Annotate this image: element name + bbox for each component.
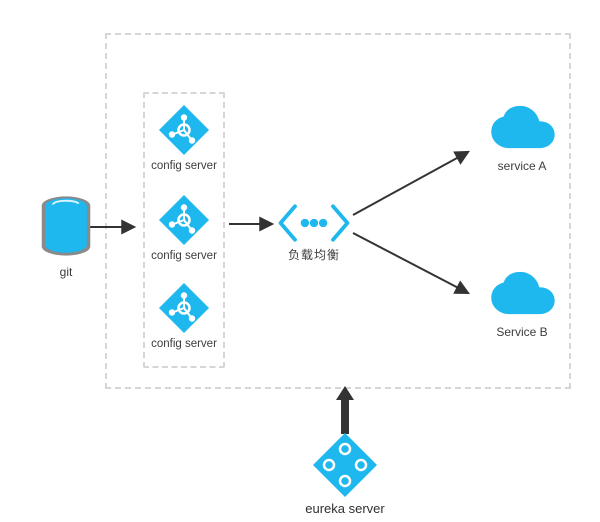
service-b-label: Service B — [496, 325, 548, 339]
load-balancer-node: 负载均衡 — [276, 201, 352, 262]
git-database-icon — [41, 196, 91, 256]
eureka-server-node: eureka server — [305, 432, 385, 517]
config-server-node-1: config server — [143, 104, 225, 174]
load-balancer-label: 负载均衡 — [287, 248, 340, 262]
git-node: git — [36, 194, 96, 279]
service-a-label: service A — [497, 159, 547, 173]
config-server-node-3: config server — [143, 282, 225, 352]
eureka-server-icon — [313, 433, 377, 497]
config-server-group-boundary — [143, 92, 225, 368]
config-server-node-2: config server — [143, 194, 225, 264]
service-a-node: service A — [482, 104, 562, 173]
config-server-icon — [159, 283, 209, 333]
git-label: git — [59, 265, 73, 279]
config-server-label: config server — [151, 338, 217, 350]
config-server-label: config server — [151, 160, 217, 172]
cloud-icon — [491, 271, 555, 315]
cloud-icon — [491, 105, 555, 149]
connector-eureka-to-box — [336, 386, 354, 434]
eureka-server-label: eureka server — [305, 501, 385, 516]
config-server-label: config server — [151, 250, 217, 262]
config-server-icon — [159, 195, 209, 245]
load-balancer-icon — [278, 204, 350, 242]
config-server-icon — [159, 105, 209, 155]
service-b-node: Service B — [482, 270, 562, 339]
